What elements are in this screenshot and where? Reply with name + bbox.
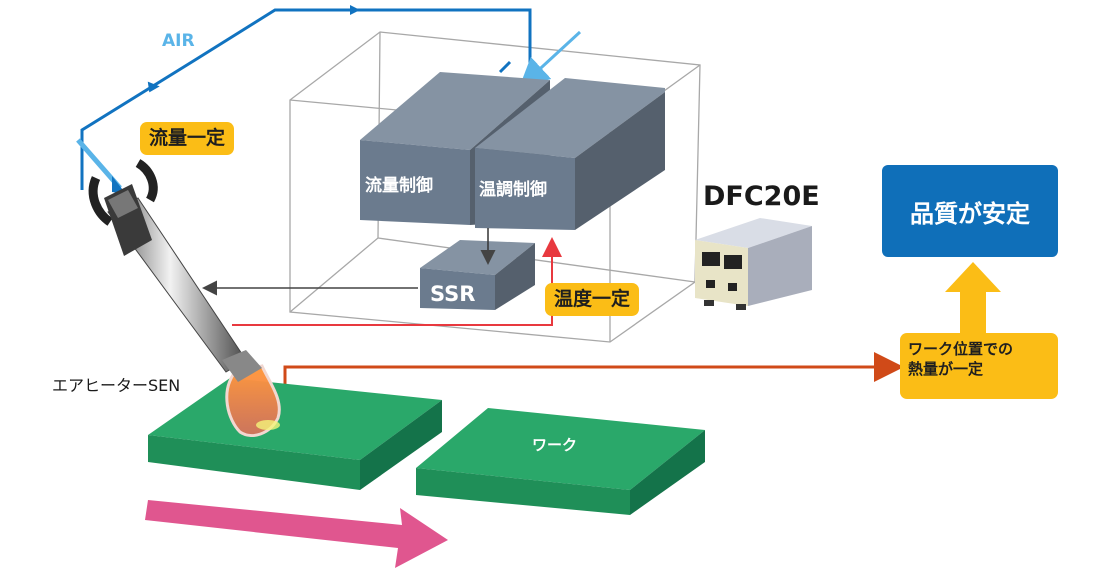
air-heater-gun bbox=[88, 159, 262, 382]
heater-label: エアヒーターSEN bbox=[52, 376, 181, 395]
air-line bbox=[76, 5, 582, 194]
air-label: AIR bbox=[162, 31, 195, 51]
temp-constant-tag: 温度一定 bbox=[545, 283, 640, 316]
hot-air-plume bbox=[225, 364, 281, 437]
motion-arrow bbox=[145, 500, 448, 568]
model-label: DFC20E bbox=[703, 181, 820, 212]
temp-feedback-arrow bbox=[232, 237, 562, 326]
temp-control-box bbox=[475, 78, 665, 230]
quality-up-arrow bbox=[945, 262, 1001, 338]
dfc20e-controller bbox=[695, 218, 812, 310]
quality-stable-box: 品質が安定 bbox=[882, 165, 1058, 257]
work-heat-line2: 熱量が一定 bbox=[908, 360, 984, 379]
flow-control-label: 流量制御 bbox=[365, 176, 433, 196]
flow-constant-tag: 流量一定 bbox=[140, 122, 235, 155]
work-label: ワーク bbox=[532, 436, 578, 454]
ssr-box bbox=[420, 240, 535, 310]
work-heat-constant-box: ワーク位置での 熱量が一定 bbox=[900, 333, 1058, 399]
temp-control-label: 温調制御 bbox=[479, 180, 547, 200]
work-heat-line1: ワーク位置での bbox=[908, 340, 1014, 358]
work-board-left bbox=[148, 378, 442, 490]
work-board-right bbox=[416, 408, 705, 515]
ssr-label: SSR bbox=[430, 282, 476, 306]
